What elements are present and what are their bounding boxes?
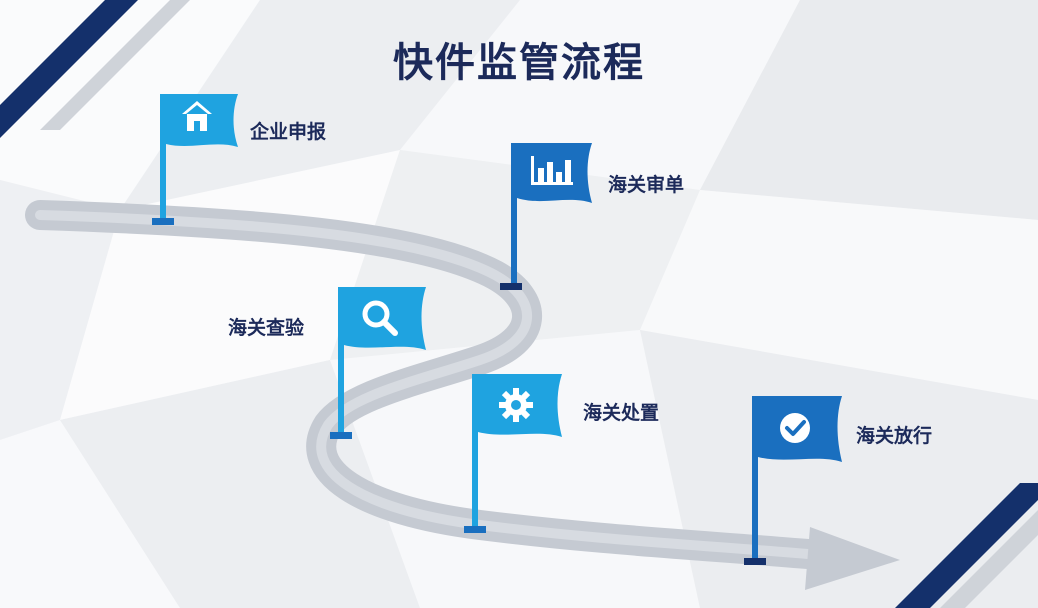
road-arrow-head	[805, 527, 900, 590]
flag-enterprise-declare	[152, 94, 238, 225]
home-icon	[182, 101, 212, 131]
step-label-customs-review: 海关审单	[608, 174, 685, 196]
flag-customs-inspect	[330, 287, 426, 439]
step-label-customs-release: 海关放行	[856, 425, 933, 447]
step-label-enterprise-declare: 企业申报	[250, 121, 327, 143]
top-left-stripes	[0, 0, 190, 138]
flag-customs-review	[500, 143, 592, 290]
check-circle-icon	[780, 413, 810, 443]
flag-customs-handle	[464, 374, 562, 533]
flag-customs-release	[744, 396, 842, 565]
gear-icon	[499, 388, 533, 422]
search-icon	[362, 300, 398, 336]
page-title: 快件监管流程	[393, 40, 645, 86]
bar-chart-icon	[531, 156, 573, 185]
road-inner-shade	[35, 210, 825, 560]
step-label-customs-handle: 海关处置	[583, 402, 660, 424]
bottom-right-stripes	[895, 483, 1038, 608]
step-label-customs-inspect: 海关查验	[228, 317, 305, 339]
